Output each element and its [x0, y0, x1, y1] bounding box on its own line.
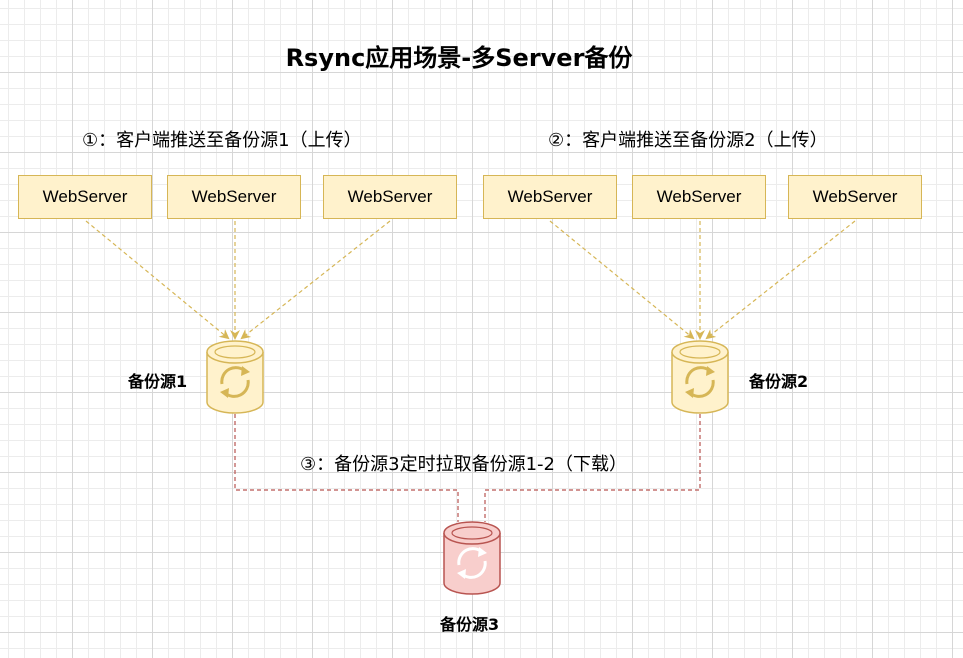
connector-backup1-to-backup3 — [234, 414, 459, 522]
arrow-left-1 — [85, 220, 230, 340]
backup2-db-icon[interactable] — [671, 340, 729, 414]
caption-step1: ①：客户端推送至备份源1（上传） — [82, 130, 362, 151]
connector-backup2-to-backup3 — [484, 414, 701, 522]
caption-step2: ②：客户端推送至备份源2（上传） — [548, 130, 828, 151]
arrows-right — [549, 220, 856, 340]
caption-step3: ③：备份源3定时拉取备份源1-2（下载） — [300, 454, 627, 475]
pull-connectors — [234, 414, 701, 522]
webserver-right-2[interactable]: WebServer — [632, 175, 766, 219]
webserver-left-2[interactable]: WebServer — [167, 175, 301, 219]
arrow-left-3 — [240, 220, 391, 340]
diagram-title: Rsync应用场景-多Server备份 — [285, 44, 633, 72]
arrow-right-3 — [705, 220, 856, 340]
webserver-right-3[interactable]: WebServer — [788, 175, 922, 219]
arrows-left — [85, 220, 391, 340]
backup1-db-icon[interactable] — [206, 340, 264, 414]
webserver-left-3[interactable]: WebServer — [323, 175, 457, 219]
webserver-left-1[interactable]: WebServer — [18, 175, 152, 219]
backup2-label: 备份源2 — [749, 372, 809, 391]
backup3-db-icon[interactable] — [443, 521, 501, 595]
webserver-right-1[interactable]: WebServer — [483, 175, 617, 219]
arrow-right-1 — [549, 220, 695, 340]
backup1-label: 备份源1 — [128, 372, 188, 391]
backup3-label: 备份源3 — [440, 615, 500, 634]
